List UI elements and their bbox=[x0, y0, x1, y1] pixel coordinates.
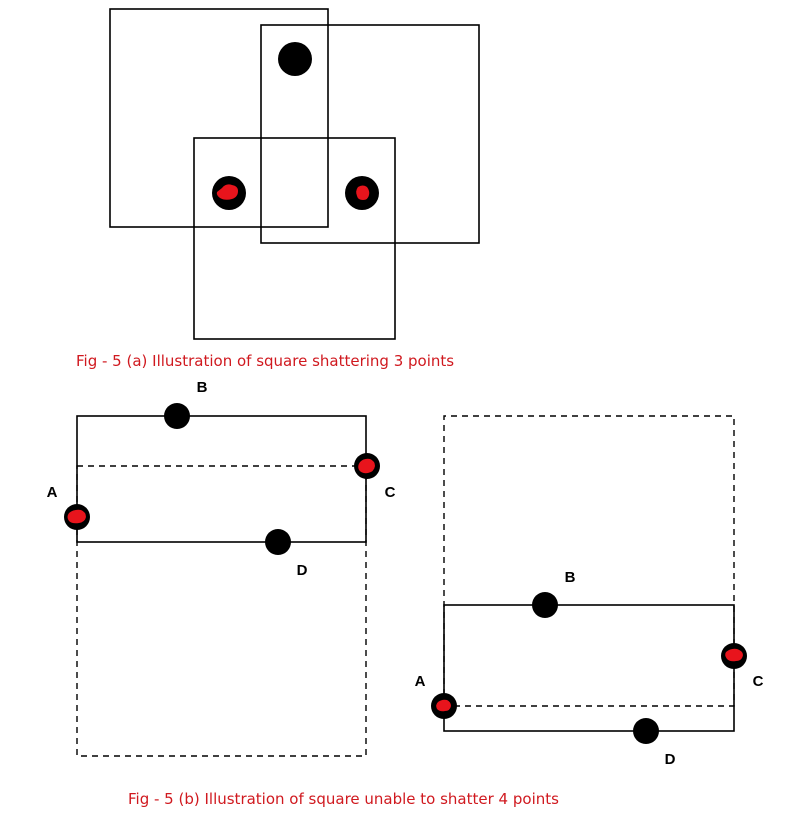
fig-b-right-label-a: A bbox=[415, 673, 426, 690]
fig-b-right-label-c: C bbox=[753, 673, 764, 690]
fig-a-caption: Fig - 5 (a) Illustration of square shatt… bbox=[76, 352, 455, 370]
fig-b-right-labels: B A C D bbox=[415, 569, 764, 768]
fig-b-right-diagram bbox=[443, 415, 735, 732]
fig-a-points bbox=[212, 42, 379, 210]
fig-b-left-highlight-c bbox=[358, 458, 375, 474]
fig-b-right-label-d: D bbox=[665, 751, 676, 768]
fig-a-highlight-right bbox=[356, 185, 370, 200]
fig-b-right-highlight-c bbox=[725, 648, 743, 662]
fig-b-left-label-c: C bbox=[385, 484, 396, 501]
fig-a-square-2 bbox=[260, 24, 480, 244]
fig-b-caption: Fig - 5 (b) Illustration of square unabl… bbox=[128, 790, 559, 808]
fig-a-diagram bbox=[109, 8, 480, 340]
fig-b-left-point-d bbox=[265, 529, 291, 555]
fig-b-left-dashed-square bbox=[76, 465, 367, 757]
fig-b-right-solid-square bbox=[443, 604, 735, 732]
fig-b-right-point-b bbox=[532, 592, 558, 618]
fig-b-left-point-b bbox=[164, 403, 190, 429]
fig-a-highlight-left bbox=[216, 184, 238, 200]
fig-b-right-points bbox=[431, 592, 747, 744]
fig-a-square-3 bbox=[193, 137, 396, 340]
fig-a-square-1 bbox=[109, 8, 329, 228]
fig-b-left-points bbox=[64, 403, 380, 555]
fig-a-point-top bbox=[278, 42, 312, 76]
fig-b-right-highlight-a bbox=[436, 699, 451, 712]
fig-b-left-solid-square bbox=[76, 415, 367, 543]
fig-b-left-diagram bbox=[76, 415, 367, 757]
fig-b-right-label-b: B bbox=[565, 569, 576, 586]
fig-b-right-dashed-square bbox=[443, 415, 735, 707]
fig-b-left-labels: B A C D bbox=[47, 379, 396, 579]
fig-b-left-label-a: A bbox=[47, 484, 58, 501]
fig-b-left-label-b: B bbox=[197, 379, 208, 396]
fig-b-left-label-d: D bbox=[297, 562, 308, 579]
fig-b-right-point-d bbox=[633, 718, 659, 744]
fig-b-left-highlight-a bbox=[67, 509, 86, 524]
